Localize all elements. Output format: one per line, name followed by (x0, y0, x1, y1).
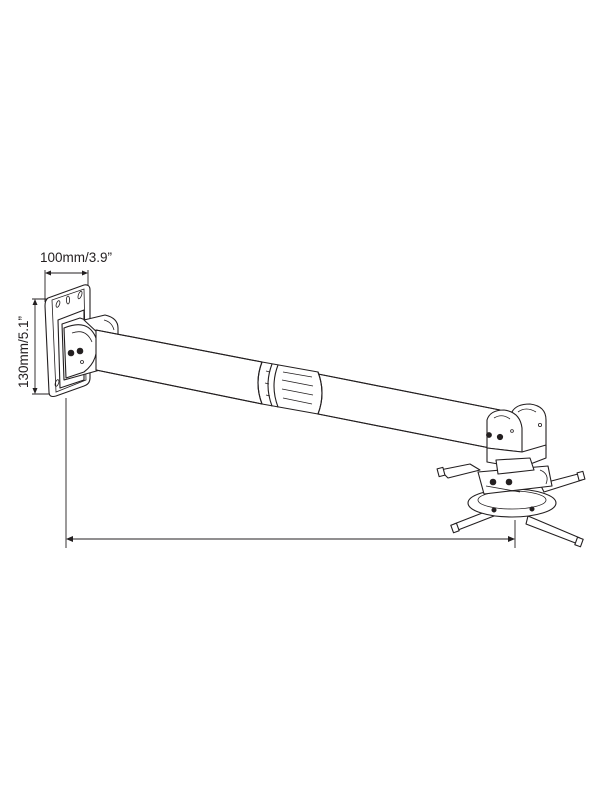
dimension-width-line (44, 270, 89, 302)
telescopic-arm-outer-tube (312, 373, 501, 451)
wall-plate-height-label: 130mm/5.1” (16, 315, 31, 388)
wall-plate-width-label: 100mm/3.9” (40, 250, 113, 265)
projector-spider-mount (436, 457, 586, 548)
wall-bracket-hinge (57, 309, 119, 389)
dimension-height-line (32, 298, 58, 395)
locking-collar (257, 361, 323, 415)
telescopic-arm-inner-tube (95, 329, 263, 405)
dimension-extension-line (65, 398, 516, 548)
